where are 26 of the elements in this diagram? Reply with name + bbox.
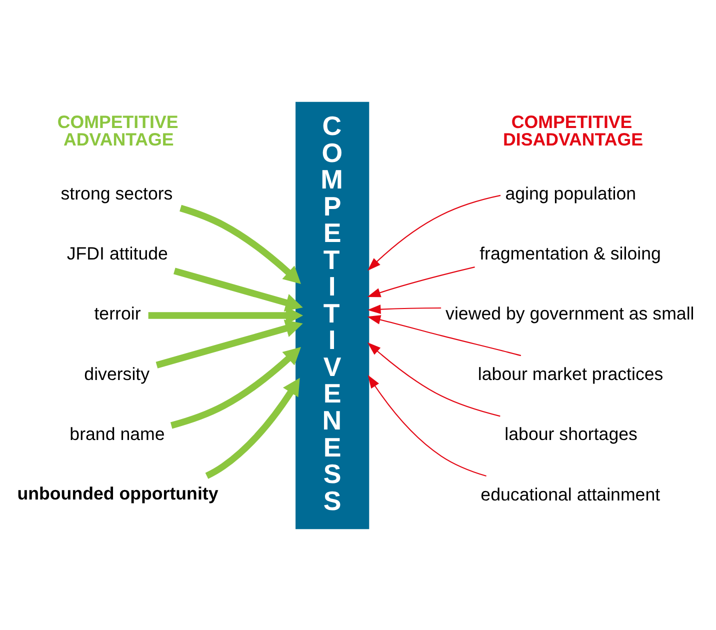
- arrow: [367, 304, 442, 314]
- arrow: [367, 342, 500, 416]
- arrow: [367, 266, 475, 297]
- node-text: unbounded opportunity: [17, 482, 218, 503]
- arrow: [368, 374, 486, 476]
- arrow: [174, 267, 303, 311]
- arrow: [205, 377, 300, 478]
- node-box: COMPETITIVENESS: [296, 101, 370, 529]
- arrow: [170, 346, 301, 428]
- label: COMPETITIVE ADVANTAGE: [57, 111, 178, 150]
- node-text: JFDI attitude: [66, 243, 168, 264]
- node-text: diversity: [84, 363, 150, 384]
- node-text: labour market practices: [478, 363, 664, 384]
- node-text: labour shortages: [504, 424, 638, 444]
- node-text: aging population: [505, 182, 636, 203]
- node-text: viewed by government as small: [446, 303, 694, 324]
- label: COMPETITIVE DISADVANTAGE: [503, 111, 643, 150]
- node-text: strong sectors: [60, 182, 173, 203]
- node-text: brand name: [70, 424, 165, 444]
- arrow: [156, 319, 303, 368]
- node-text: educational attainment: [480, 484, 660, 504]
- node-text: terroir: [94, 303, 141, 324]
- node-text: fragmentation & siloing: [480, 243, 661, 264]
- arrow: [367, 314, 522, 356]
- arrow: [180, 204, 301, 284]
- arrow: [367, 194, 501, 270]
